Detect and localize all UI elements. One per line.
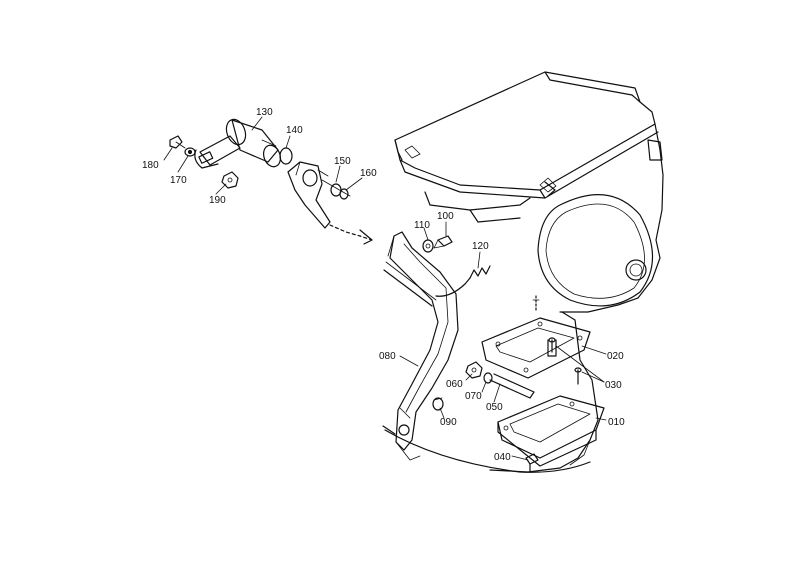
part-040-bolt	[525, 453, 539, 473]
part-080-shift-lever	[383, 231, 459, 461]
part-120-spring	[435, 265, 491, 297]
callout-170: 170	[170, 175, 187, 186]
callout-090: 090	[440, 417, 457, 428]
part-090-stud	[432, 397, 444, 411]
part-130-lever-housing	[194, 118, 282, 169]
callout-080: 080	[379, 351, 396, 362]
callout-050: 050	[486, 402, 503, 413]
part-180-170-bolt-washer	[169, 135, 196, 157]
callout-120: 120	[472, 241, 489, 252]
callout-130: 130	[256, 107, 273, 118]
callout-020: 020	[607, 351, 624, 362]
lever-arm-bracket	[287, 161, 331, 229]
engine-block	[382, 71, 664, 473]
callout-100: 100	[437, 211, 454, 222]
callout-labels: 130 140 180 170 190 150 160 110 100 120 …	[142, 107, 625, 463]
callout-110: 110	[414, 220, 430, 231]
callout-160: 160	[360, 168, 377, 179]
part-010-base-plate	[497, 395, 605, 467]
linkage-dash-line	[329, 224, 373, 245]
callout-060: 060	[446, 379, 463, 390]
callout-140: 140	[286, 125, 303, 136]
part-150-160-washer-clip	[321, 179, 351, 200]
callout-180: 180	[142, 160, 159, 171]
callout-040: 040	[494, 452, 511, 463]
callout-010: 010	[608, 417, 625, 428]
callout-150: 150	[334, 156, 351, 167]
part-190-nut	[221, 171, 239, 189]
callout-190: 190	[209, 195, 226, 206]
leader-lines	[163, 116, 607, 461]
callout-070: 070	[465, 391, 482, 402]
part-140-ring	[279, 147, 293, 165]
part-030-dowel-pins	[548, 337, 582, 385]
part-020-gasket	[481, 295, 591, 379]
part-060-070-050-nut-washer-pin	[465, 361, 535, 399]
callout-030: 030	[605, 380, 622, 391]
